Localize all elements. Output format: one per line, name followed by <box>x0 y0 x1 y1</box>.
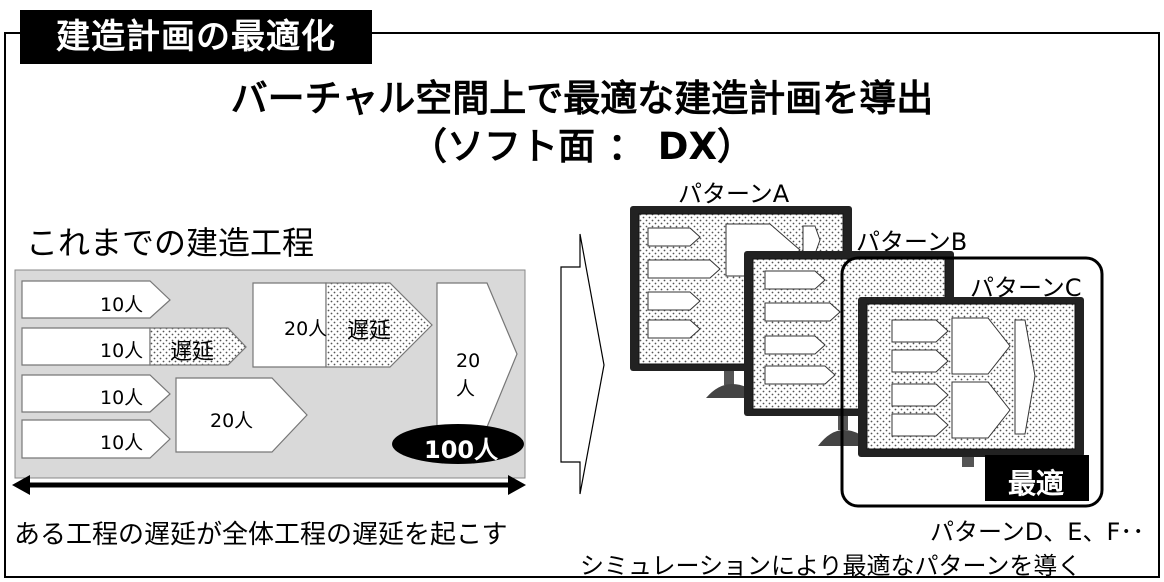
task-block-20c <box>436 282 518 428</box>
total-badge-shape <box>392 424 524 464</box>
row3-label: 10人 <box>100 387 144 409</box>
row2-label: 10人 <box>100 340 144 362</box>
timeline-arrow <box>12 475 526 495</box>
block20a-label: 20人 <box>284 318 328 340</box>
optimal-highlight-frame <box>840 256 1104 508</box>
block20a-delay-label: 遅延 <box>347 319 392 344</box>
diagram-frame <box>4 32 1160 578</box>
block20b-label: 20人 <box>210 410 254 432</box>
task-arrow-row1 <box>21 280 171 319</box>
block20c-label-1: 20 <box>456 350 481 372</box>
task-block-20b <box>175 377 308 453</box>
pattern-c-label: パターンC <box>970 274 1082 302</box>
delay-block-20a <box>325 282 433 368</box>
more-patterns-label: パターンD、E、F･･ <box>930 518 1145 546</box>
row4-label: 10人 <box>100 432 144 454</box>
left-caption: ある工程の遅延が全体工程の遅延を起こす <box>14 520 508 550</box>
delay-arrow-row2 <box>149 327 247 366</box>
section-tag: 建造計画の最適化 <box>20 10 372 64</box>
monitor-pattern-c <box>858 297 1084 467</box>
task-arrow-row4 <box>21 419 171 459</box>
pattern-b-label: パターンB <box>856 228 968 256</box>
main-subtitle: （ソフト面 ： DX） <box>409 125 754 168</box>
pattern-a-label: パターンA <box>678 180 790 208</box>
main-title: バーチャル空間上で最適な建造計画を導出 <box>230 77 934 120</box>
total-badge-label: 100人 <box>424 436 499 464</box>
row2-delay-label: 遅延 <box>170 340 215 365</box>
left-panel-title: これまでの建造工程 <box>26 224 315 262</box>
transition-arrow <box>560 233 605 495</box>
row1-label: 10人 <box>100 294 144 316</box>
best-badge-label: 最適 <box>1008 467 1065 500</box>
block20c-label-2: 人 <box>456 378 476 400</box>
task-arrow-row3 <box>21 374 171 413</box>
best-badge-bg <box>985 455 1089 501</box>
right-caption: シミュレーションにより最適なパターンを導く <box>580 552 1082 580</box>
